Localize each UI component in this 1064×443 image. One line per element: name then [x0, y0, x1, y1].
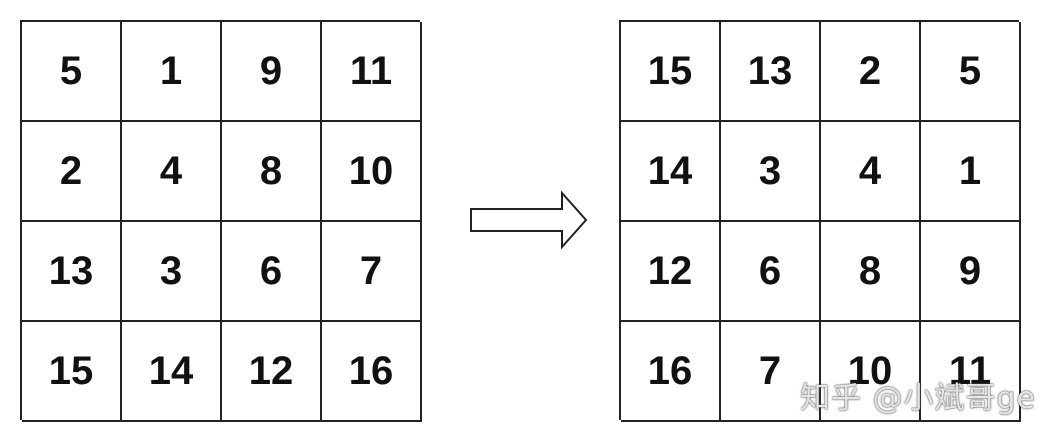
matrix-cell: 14 [122, 322, 222, 422]
matrix-cell: 7 [721, 322, 821, 422]
matrix-cell: 13 [22, 222, 122, 322]
matrix-cell: 6 [222, 222, 322, 322]
matrix-cell: 9 [222, 22, 322, 122]
matrix-cell: 6 [721, 222, 821, 322]
right-matrix: 15 13 2 5 14 3 4 1 12 6 8 9 16 7 10 11 [619, 20, 1021, 422]
left-matrix: 5 1 9 11 2 4 8 10 13 3 6 7 15 14 12 16 [20, 20, 422, 422]
matrix-cell: 15 [22, 322, 122, 422]
matrix-cell: 1 [122, 22, 222, 122]
matrix-cell: 4 [821, 122, 921, 222]
matrix-cell: 14 [621, 122, 721, 222]
matrix-cell: 3 [122, 222, 222, 322]
matrix-cell: 15 [621, 22, 721, 122]
matrix-cell: 2 [22, 122, 122, 222]
matrix-cell: 7 [322, 222, 422, 322]
right-arrow-icon [470, 190, 588, 250]
matrix-cell: 5 [921, 22, 1021, 122]
matrix-cell: 9 [921, 222, 1021, 322]
matrix-cell: 12 [621, 222, 721, 322]
matrix-cell: 11 [322, 22, 422, 122]
matrix-cell: 10 [322, 122, 422, 222]
matrix-cell: 12 [222, 322, 322, 422]
matrix-cell: 11 [921, 322, 1021, 422]
matrix-cell: 13 [721, 22, 821, 122]
matrix-cell: 3 [721, 122, 821, 222]
matrix-cell: 10 [821, 322, 921, 422]
matrix-cell: 16 [621, 322, 721, 422]
matrix-cell: 1 [921, 122, 1021, 222]
matrix-cell: 2 [821, 22, 921, 122]
matrix-cell: 16 [322, 322, 422, 422]
matrix-cell: 5 [22, 22, 122, 122]
matrix-cell: 8 [222, 122, 322, 222]
watermark: 知乎 @小斌哥ge [799, 381, 1036, 416]
matrix-cell: 4 [122, 122, 222, 222]
matrix-cell: 8 [821, 222, 921, 322]
